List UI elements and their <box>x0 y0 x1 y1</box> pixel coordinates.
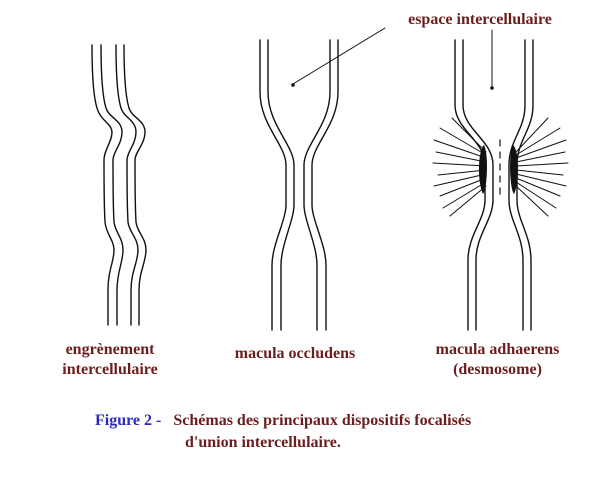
label-adhaerens-line2: (desmosome) <box>453 361 542 378</box>
label-adhaerens-line1: macula adhaerens <box>435 341 560 358</box>
label-interdigitation-line2: intercellulaire <box>62 361 158 378</box>
desmosome-drawing <box>432 39 569 331</box>
leader-dot-occludens <box>291 83 295 87</box>
figure-caption: Figure 2 - Schémas des principaux dispos… <box>95 410 575 454</box>
tonofilaments-left <box>432 117 487 217</box>
leader-line-occludens <box>292 27 386 85</box>
desmosome-plaque-left <box>478 145 487 194</box>
label-interdigitation: engrènement intercellulaire <box>35 340 185 380</box>
label-intercellular-space: espace intercellulaire <box>408 11 552 28</box>
caption-line2: d'union intercellulaire. <box>95 432 575 454</box>
desmosome-plaque-right <box>510 145 519 194</box>
figure-number: Figure 2 - <box>95 412 162 429</box>
occludens-drawing <box>259 39 339 331</box>
caption-line1: Figure 2 - Schémas des principaux dispos… <box>95 410 575 432</box>
leader-dot-adhaerens <box>490 86 494 90</box>
label-interdigitation-line1: engrènement <box>65 341 155 358</box>
caption-text-2: d'union intercellulaire. <box>185 434 341 451</box>
label-occludens: macula occludens <box>234 345 356 362</box>
caption-text-1: Schémas des principaux dispositifs focal… <box>173 412 472 429</box>
interdigitation-drawing <box>91 44 147 326</box>
tonofilaments-right <box>515 117 569 217</box>
label-adhaerens: macula adhaerens (desmosome) <box>405 340 590 380</box>
